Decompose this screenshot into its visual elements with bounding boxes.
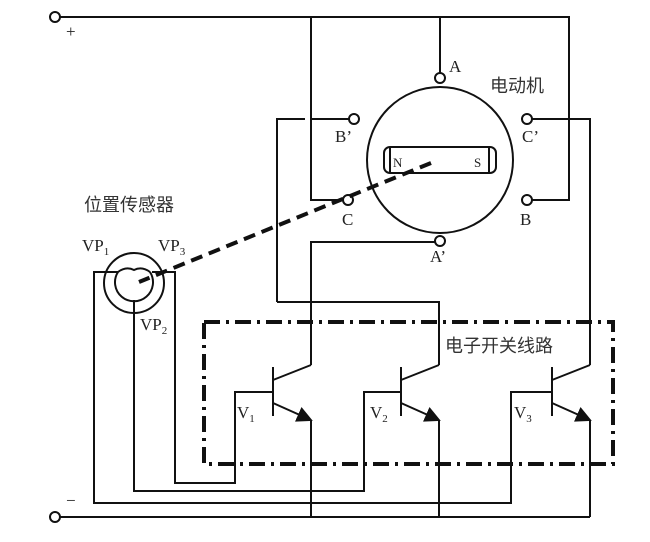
plus-label: +: [66, 22, 76, 41]
motor-terminals: [342, 72, 533, 247]
terminal-a-prime: [434, 235, 446, 247]
motor-title: 电动机: [490, 76, 544, 97]
switch-circuit-box: [202, 320, 615, 466]
mechanical-link: [138, 161, 432, 284]
transistor-v1: [272, 364, 313, 517]
label-a-prime: A’: [430, 247, 446, 266]
label-a: A: [449, 57, 462, 76]
terminal-b-prime: [348, 113, 360, 125]
label-c-prime: C’: [522, 127, 539, 146]
sensor-wiring: [93, 271, 552, 504]
label-c: C: [342, 210, 353, 229]
label-b: B: [520, 210, 531, 229]
label-v3: V3: [514, 403, 532, 425]
sensor-title: 位置传感器: [84, 195, 174, 216]
terminal-a: [434, 72, 446, 84]
positive-terminal: [49, 11, 61, 23]
rotor-magnet: N S: [383, 146, 497, 174]
transistor-v2: [400, 364, 441, 517]
motor-stator: [366, 86, 514, 234]
switch-title: 电子开关线路: [445, 336, 553, 357]
transistor-v3: [551, 364, 592, 517]
motor-wiring: [276, 17, 591, 365]
positive-rail: [49, 11, 570, 23]
label-vp2: VP2: [140, 315, 167, 337]
label-v2: V2: [370, 403, 388, 425]
label-vp1: VP1: [82, 236, 109, 258]
rotor-south: S: [474, 155, 481, 170]
label-vp3: VP3: [158, 236, 186, 258]
minus-label: −: [66, 491, 76, 510]
negative-terminal: [49, 511, 61, 523]
terminal-b: [521, 194, 533, 206]
label-v1: V1: [237, 403, 255, 425]
terminal-c-prime: [521, 113, 533, 125]
negative-rail: [49, 511, 590, 523]
rotor-north: N: [393, 155, 403, 170]
label-b-prime: B’: [335, 127, 352, 146]
